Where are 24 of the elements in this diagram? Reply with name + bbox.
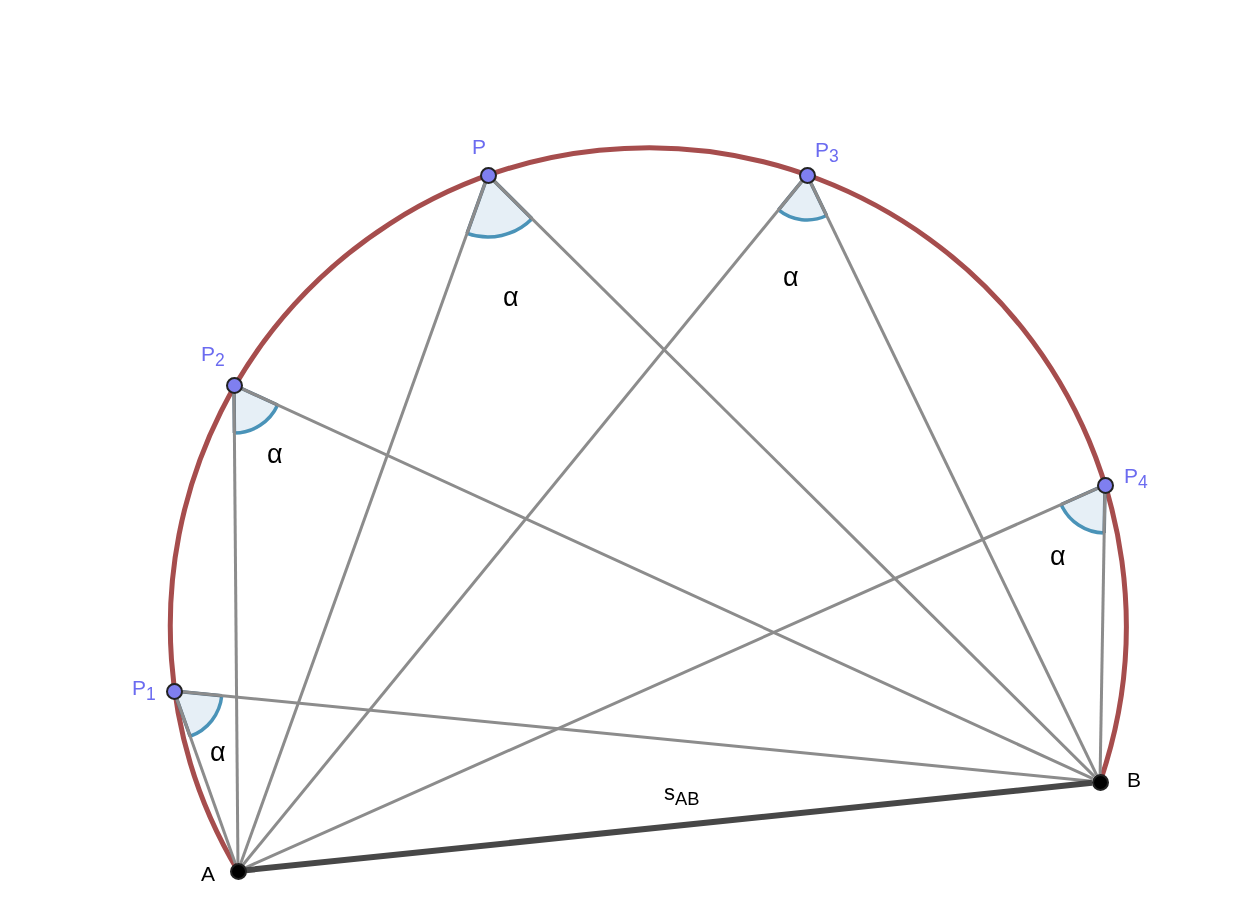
line-segment [232,393,240,863]
line-segment [239,182,487,864]
point-label: P$_{2}$ [201,341,225,373]
line-segment [245,779,1093,874]
point-label: A [201,861,215,887]
point-label: P$_{4}$ [1124,463,1148,495]
line-segment [175,698,237,864]
segment-label: s$_{AB}$ [664,780,700,812]
angle-label: α [783,262,799,292]
point-label: B [1127,767,1141,793]
line-segment [809,181,1098,776]
angle-label: α [210,737,226,767]
line-segment [181,690,1093,783]
line-segment [244,486,1099,870]
point-label: P$_{3}$ [815,137,839,169]
point-label: P$_{1}$ [132,675,156,707]
point-label: P [472,134,486,160]
angle-label: α [1050,541,1066,571]
line-segment [492,179,1096,778]
line-segment [240,386,1094,781]
line-segment [241,180,804,866]
angle-label: α [267,439,283,469]
angle-label: α [503,282,519,312]
line-segment [1098,492,1107,775]
